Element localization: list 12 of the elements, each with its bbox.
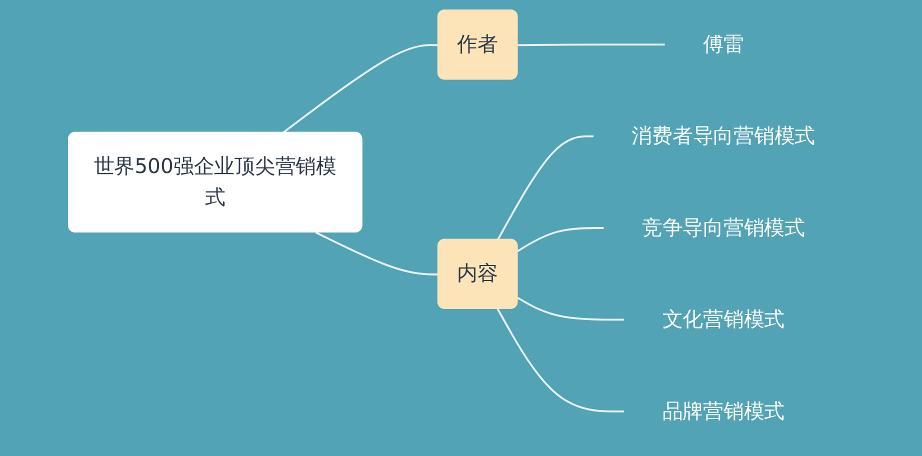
connector [496, 135, 594, 241]
connector [518, 44, 665, 46]
connector [496, 308, 624, 412]
node-text: 文化营销模式 [662, 306, 785, 332]
connector [517, 296, 624, 321]
node-text: 傅雷 [703, 32, 744, 56]
connector [282, 44, 439, 134]
connector [315, 232, 439, 276]
node-text: 竞争导向营销模式 [642, 215, 805, 240]
connector [517, 227, 604, 252]
node-text: 消费者导向营销模式 [632, 124, 816, 148]
node-text: 品牌营销模式 [662, 398, 785, 423]
